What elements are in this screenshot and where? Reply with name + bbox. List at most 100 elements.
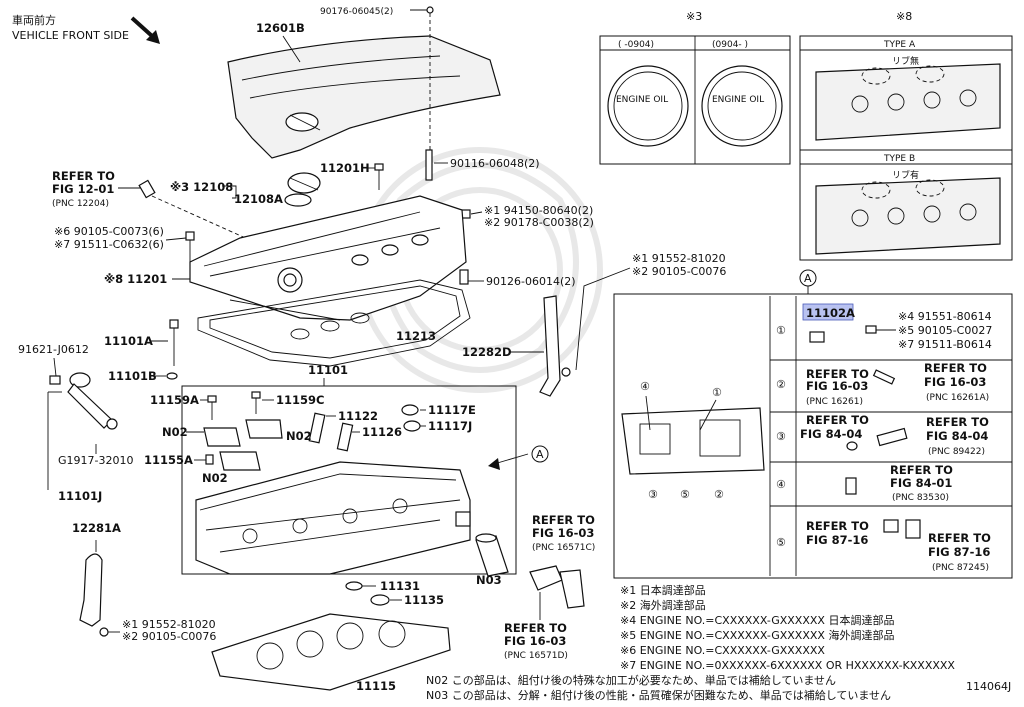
row5-b1: REFER TO	[928, 531, 991, 545]
label-11101J: 11101J	[58, 489, 102, 503]
label-11201H: 11201H	[320, 161, 370, 175]
part-11102A-sensor	[809, 331, 825, 343]
row2-a1: REFER TO	[806, 367, 869, 381]
cylinder-head-body	[195, 461, 471, 575]
pin-11155A	[205, 454, 214, 465]
label-91552-top: ※1 91552-81020	[632, 252, 726, 265]
panel3-col1: ( -0904)	[618, 40, 654, 50]
panel8-box	[799, 35, 1013, 261]
label-11122: 11122	[338, 409, 378, 423]
label-12108: ※3 12108	[170, 180, 233, 194]
front-arrow-icon	[130, 16, 160, 44]
diagram-id: 114064J	[966, 680, 1011, 693]
detail-a-letter: A	[804, 272, 812, 285]
refer-1603a-l2: FIG 16-03	[532, 526, 594, 540]
label-11117E: 11117E	[428, 403, 476, 417]
row1-l2: ※5 90105-C0027	[898, 324, 992, 337]
label-11135: 11135	[404, 593, 444, 607]
panel3-col2: (0904- )	[712, 40, 748, 50]
label-N02-c: N02	[202, 471, 228, 485]
row4-num: ④	[776, 478, 786, 491]
oil-filler-cap	[284, 172, 321, 207]
label-G1917: G1917-32010	[58, 454, 133, 467]
bracket-12282D	[539, 295, 571, 397]
cylinder-head-box	[181, 385, 517, 575]
row5-b3: (PNC 87245)	[932, 563, 989, 573]
label-90105-top: ※2 90105-C0076	[632, 265, 726, 278]
refer-12-line2: FIG 12-01	[52, 182, 114, 196]
label-90126: 90126-06014(2)	[486, 275, 576, 288]
label-12281A: 12281A	[72, 521, 121, 535]
bracket-12281A	[79, 553, 109, 637]
vehicle-front-jp: 車両前方	[12, 13, 56, 27]
row3-b1: REFER TO	[926, 415, 989, 429]
oil-control-valve-G1917	[67, 372, 118, 430]
bolt-11159A	[207, 395, 217, 420]
row3-a1: REFER TO	[806, 413, 869, 427]
row5-a1: REFER TO	[806, 519, 869, 533]
row2-a3: (PNC 16261)	[806, 397, 863, 407]
stud-90116	[425, 149, 433, 181]
row2-num: ②	[776, 378, 786, 391]
plug-11131	[345, 581, 363, 591]
note-2: ※2 海外調達部品	[620, 598, 706, 612]
note-1: ※1 日本調達部品	[620, 583, 706, 597]
part-87-16-clamp	[883, 519, 899, 533]
head-num-2: ②	[714, 488, 724, 501]
panel8-rib-b: リブ有	[892, 169, 919, 181]
row4-a3: (PNC 83530)	[892, 493, 949, 503]
label-11201: ※8 11201	[104, 272, 167, 286]
oil-cap-late	[701, 65, 783, 147]
label-90176: 90176-06045(2)	[320, 7, 393, 17]
row4-a1: REFER TO	[890, 463, 953, 477]
pcv-valve	[138, 179, 251, 241]
row4-a2: FIG 84-01	[890, 476, 952, 490]
guide-11122	[308, 412, 326, 444]
note-4: ※4 ENGINE NO.=CXXXXXX-GXXXXXX 日本調達部品	[620, 613, 894, 627]
seal-11117J	[403, 420, 421, 432]
bolt-90126	[459, 269, 469, 285]
row3-a2: FIG 84-04	[800, 427, 862, 441]
label-11155A: 11155A	[144, 453, 193, 467]
head-num-1: ①	[712, 386, 722, 399]
row5-num: ⑤	[776, 536, 786, 549]
label-11159C: 11159C	[276, 393, 324, 407]
label-12601B: 12601B	[256, 21, 305, 35]
label-11213: 11213	[396, 329, 436, 343]
hose-clamp	[529, 565, 585, 609]
refer-1603b-l2: FIG 16-03	[504, 634, 566, 648]
label-11117J: 11117J	[428, 419, 472, 433]
part-84-04-seal	[846, 441, 858, 451]
oil-cap-late-text: ENGINE OIL	[712, 95, 764, 105]
note-n03: N03 この部品は、分解・組付け後の性能・品質確保が困難なため、単品では補給して…	[426, 688, 891, 702]
row1-l3: ※7 91511-B0614	[898, 338, 992, 351]
washer-11101B	[166, 372, 178, 380]
part-16261	[872, 369, 896, 385]
refer-1603b-pnc: (PNC 16571D)	[504, 651, 568, 661]
label-11115: 11115	[356, 679, 396, 693]
label-91511-C0632: ※7 91511-C0632(6)	[54, 238, 164, 251]
label-11159A: 11159A	[150, 393, 199, 407]
refer-1603b-l1: REFER TO	[504, 621, 567, 635]
cover-type-b	[815, 177, 1001, 255]
note-5: ※5 ENGINE NO.=CXXXXXX-GXXXXXX 海外調達部品	[620, 628, 894, 642]
label-12108A: 12108A	[234, 192, 283, 206]
vehicle-front-en: VEHICLE FRONT SIDE	[12, 29, 129, 42]
label-12282D: 12282D	[462, 345, 512, 359]
row5-b2: FIG 87-16	[928, 545, 990, 559]
head-num-5: ⑤	[680, 488, 690, 501]
panel8-type-b: TYPE B	[883, 154, 915, 164]
note-n02: N02 この部品は、組付け後の特殊な加工が必要なため、単品では補給していません	[426, 673, 836, 687]
note-7: ※7 ENGINE NO.=0XXXXXX-6XXXXXX OR HXXXXXX…	[620, 659, 955, 672]
part-87245-hose	[905, 519, 921, 539]
label-11131: 11131	[380, 579, 420, 593]
row3-b3: (PNC 89422)	[928, 447, 985, 457]
label-90116: 90116-06048(2)	[450, 157, 540, 170]
label-90105-bot: ※2 90105-C0076	[122, 630, 216, 643]
panel3-mark: ※3	[686, 10, 702, 23]
label-N02-a: N02	[162, 425, 188, 439]
detail-head-view	[621, 407, 765, 475]
sleeve-N03	[475, 533, 509, 577]
seal-11117E	[401, 404, 419, 416]
